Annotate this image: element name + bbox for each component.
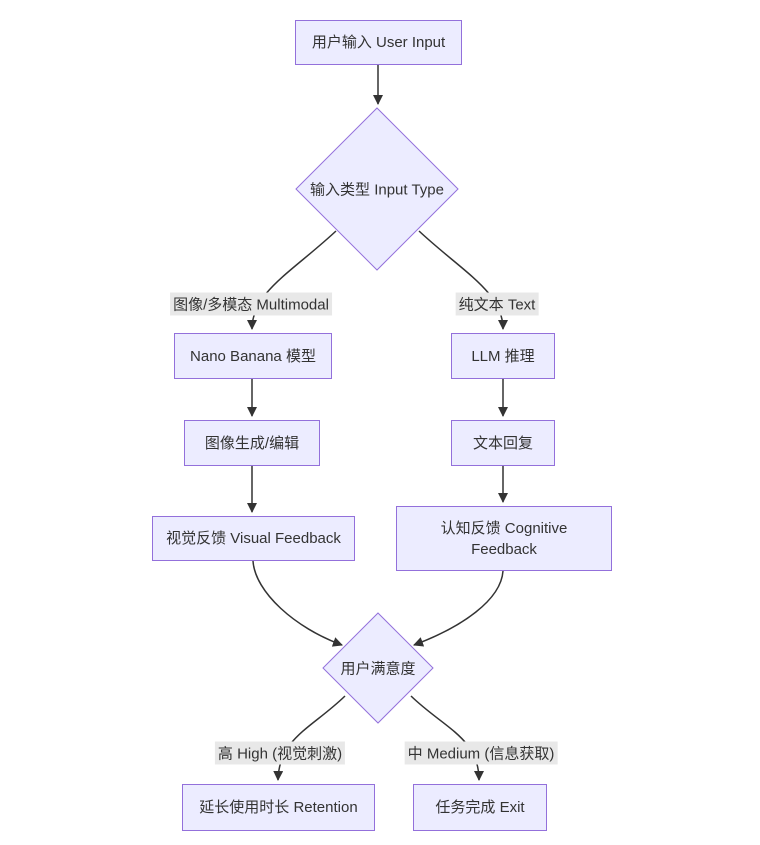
- node-satisfaction-label: 用户满意度: [340, 660, 416, 678]
- node-retention: 延长使用时长 Retention: [182, 784, 375, 831]
- edge-cognitive-feedback-to-satisfaction: [413, 570, 504, 647]
- node-image-gen: 图像生成/编辑: [184, 420, 320, 466]
- node-visual-feedback: 视觉反馈 Visual Feedback: [152, 516, 355, 561]
- node-llm-label: LLM 推理: [471, 347, 535, 365]
- edge-satisfaction-to-exit: [410, 695, 484, 781]
- edge-label-multimodal: 图像/多模态 Multimodal: [170, 292, 332, 316]
- edge-input-type-to-nano-banana: [247, 230, 337, 330]
- edge-label-high: 高 High (视觉刺激): [214, 741, 346, 765]
- edge-satisfaction-to-retention: [273, 695, 346, 781]
- edge-visual-feedback-to-satisfaction: [252, 560, 343, 647]
- node-image-gen-label: 图像生成/编辑: [204, 434, 300, 452]
- node-exit-label: 任务完成 Exit: [435, 799, 525, 816]
- decision-node-input-type: [295, 107, 459, 271]
- node-nano-banana: Nano Banana 模型: [174, 333, 332, 379]
- edge-input-type-to-llm: [418, 230, 508, 330]
- node-exit: 任务完成 Exit: [413, 784, 547, 831]
- node-nano-banana-label: Nano Banana 模型: [190, 347, 316, 365]
- node-llm: LLM 推理: [451, 333, 555, 379]
- node-user-input: 用户输入 User Input: [295, 20, 462, 65]
- node-input-type-label: 输入类型 Input Type: [310, 181, 444, 199]
- node-retention-label: 延长使用时长 Retention: [199, 799, 358, 816]
- edge-label-text: 纯文本 Text: [455, 292, 539, 316]
- node-cognitive-feedback-label: 认知反馈 Cognitive Feedback: [440, 519, 568, 558]
- edge-label-medium: 中 Medium (信息获取): [404, 741, 558, 765]
- node-cognitive-feedback: 认知反馈 Cognitive Feedback: [396, 506, 612, 571]
- node-text-reply: 文本回复: [451, 420, 555, 466]
- node-user-input-label: 用户输入 User Input: [311, 34, 446, 51]
- node-visual-feedback-label: 视觉反馈 Visual Feedback: [166, 530, 341, 547]
- decision-node-satisfaction: [322, 612, 434, 724]
- node-text-reply-label: 文本回复: [472, 434, 533, 452]
